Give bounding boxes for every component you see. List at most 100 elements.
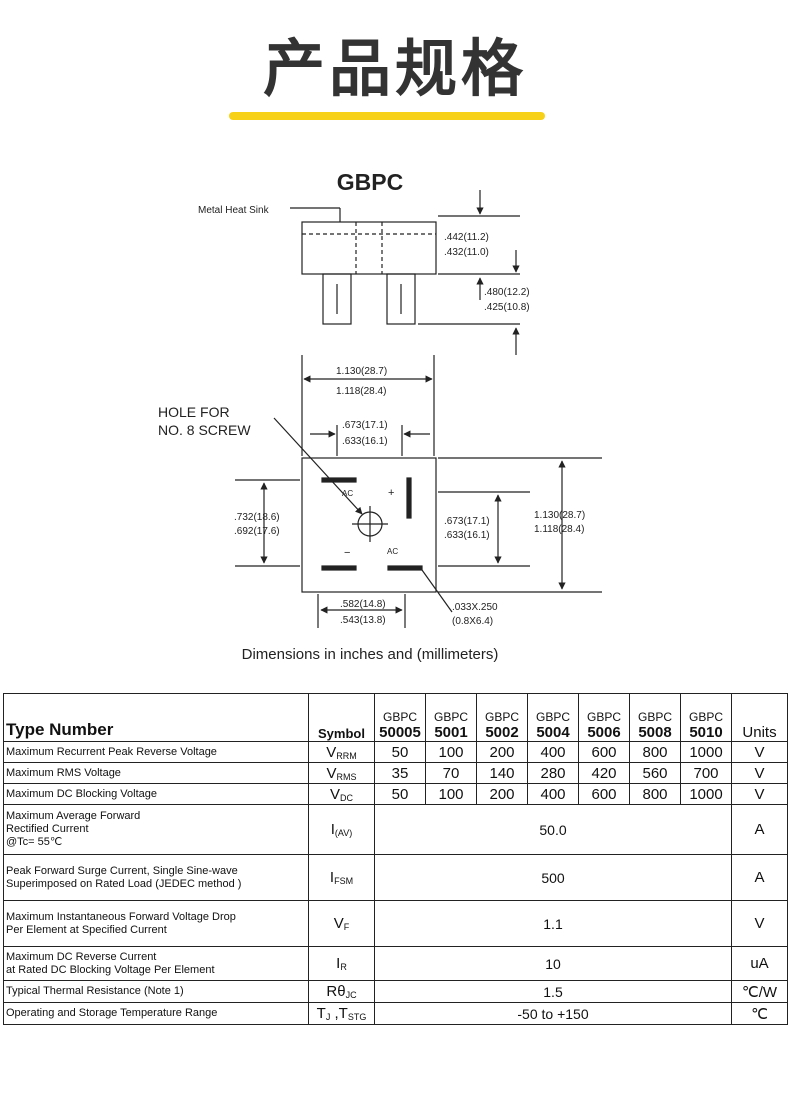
symbol-cell: VRMS — [308, 762, 375, 784]
right-height-max: 1.130(28.7) — [534, 510, 585, 521]
unit-cell: V — [731, 900, 788, 947]
parameter-cell: Maximum Average Forward Rectified Curren… — [3, 804, 309, 855]
symbol-cell: IFSM — [308, 854, 375, 901]
unit-cell: A — [731, 854, 788, 901]
drawing-caption: Dimensions in inches and (millimeters) — [242, 646, 499, 663]
lead-length-max: .480(12.2) — [484, 287, 530, 298]
left-height-max: .732(18.6) — [234, 512, 280, 523]
symbol-main: I — [336, 955, 341, 972]
unit-cell: V — [731, 762, 788, 784]
symbol-cell: VDC — [308, 783, 375, 805]
value-cell: 50.0 — [374, 804, 732, 855]
unit-cell: V — [731, 741, 788, 763]
unit-cell: ℃ — [731, 1002, 788, 1025]
value-cell: 140 — [476, 762, 528, 784]
symbol-main: ,T — [330, 1005, 348, 1022]
parameter-cell: Typical Thermal Resistance (Note 1) — [3, 980, 309, 1003]
value-cell: 100 — [425, 741, 477, 763]
unit-cell: ℃/W — [731, 980, 788, 1003]
value-cell: 420 — [578, 762, 630, 784]
parameter-cell: Operating and Storage Temperature Range — [3, 1002, 309, 1025]
symbol-cell: RθJC — [308, 980, 375, 1003]
symbol-main: I — [329, 869, 335, 886]
value-cell: 800 — [629, 783, 681, 805]
left-height-min: .692(17.6) — [234, 526, 280, 537]
minus-terminal: − — [344, 547, 350, 559]
inner-width-max: .673(17.1) — [342, 420, 388, 431]
right-height-min: 1.118(28.4) — [534, 524, 584, 535]
symbol-cell: VF — [308, 900, 375, 947]
width-min: 1.118(28.4) — [336, 386, 386, 397]
unit-cell: uA — [731, 946, 788, 981]
symbol-subscript: RRM — [336, 750, 357, 761]
parameter-cell: Maximum Recurrent Peak Reverse Voltage — [3, 741, 309, 763]
value-cell: 280 — [527, 762, 579, 784]
value-cell: 70 — [425, 762, 477, 784]
parameter-cell: Maximum RMS Voltage — [3, 762, 309, 784]
table-row: Maximum DC Reverse Current at Rated DC B… — [3, 946, 788, 981]
table-row: Peak Forward Surge Current, Single Sine-… — [3, 854, 788, 901]
side-view-body — [301, 221, 437, 275]
table-row: Maximum Average Forward Rectified Curren… — [3, 804, 788, 855]
symbol-subscript: F — [343, 922, 350, 932]
terminal-size-inch: .033X.250 — [452, 602, 498, 613]
value-cell: 700 — [680, 762, 732, 784]
value-cell: 35 — [374, 762, 426, 784]
table-row: Maximum Instantaneous Forward Voltage Dr… — [3, 900, 788, 947]
symbol-subscript: J — [325, 1012, 331, 1022]
symbol-main: V — [329, 785, 340, 803]
units-header: Units — [731, 693, 788, 742]
value-cell: 400 — [527, 741, 579, 763]
package-name: GBPC — [337, 169, 403, 195]
symbol-main: V — [326, 743, 337, 761]
top-view-body — [301, 457, 437, 593]
value-cell: 800 — [629, 741, 681, 763]
ac-terminal-top: AC — [342, 489, 353, 498]
value-cell: 400 — [527, 783, 579, 805]
plus-terminal: + — [388, 487, 394, 499]
value-cell: 500 — [374, 854, 732, 901]
inner-width-min: .633(16.1) — [342, 436, 388, 447]
heading-underline — [229, 112, 545, 120]
value-cell: 1000 — [680, 783, 732, 805]
side-height-min: .432(11.0) — [444, 247, 489, 258]
parameter-cell: Maximum DC Blocking Voltage — [3, 783, 309, 805]
value-cell: 1.5 — [374, 980, 732, 1003]
mid-height-max: .673(17.1) — [444, 516, 490, 527]
symbol-subscript: JC — [345, 990, 357, 1000]
symbol-subscript: R — [340, 962, 347, 972]
hole-label-line1: HOLE FOR — [158, 404, 230, 420]
hole-label-line2: NO. 8 SCREW — [158, 422, 251, 438]
symbol-main: Rθ — [326, 983, 346, 1000]
value-cell: 560 — [629, 762, 681, 784]
symbol-cell: VRRM — [308, 741, 375, 763]
value-cell: 1000 — [680, 741, 732, 763]
value-cell: 1.1 — [374, 900, 732, 947]
value-cell: 100 — [425, 783, 477, 805]
parameter-cell: Peak Forward Surge Current, Single Sine-… — [3, 854, 309, 901]
value-cell: 10 — [374, 946, 732, 981]
symbol-cell: I(AV) — [308, 804, 375, 855]
package-drawing: GBPC Metal Heat Sink .442(11.2) .432(11.… — [158, 169, 602, 663]
value-cell: 50 — [374, 741, 426, 763]
parameter-cell: Maximum DC Reverse Current at Rated DC B… — [3, 946, 309, 981]
symbol-cell: TJ ,TSTG — [308, 1002, 375, 1025]
value-cell: 600 — [578, 783, 630, 805]
page-heading: 产品规格 — [262, 32, 527, 105]
side-height-max: .442(11.2) — [444, 232, 489, 243]
type-number-header: Type Number — [3, 693, 309, 742]
value-cell: 50 — [374, 783, 426, 805]
value-cell: -50 to +150 — [374, 1002, 732, 1025]
lead-length-min: .425(10.8) — [484, 302, 530, 313]
symbol-main: T — [316, 1005, 326, 1022]
bottom-width-max: .582(14.8) — [340, 599, 386, 610]
